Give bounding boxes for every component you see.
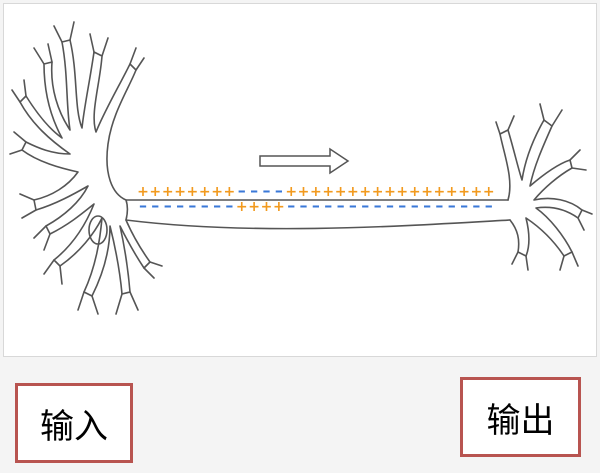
plus-charge: +	[396, 184, 408, 200]
minus-charge: –	[300, 196, 308, 215]
minus-charge: –	[213, 196, 221, 215]
minus-charge: –	[139, 196, 147, 215]
axon-terminal-outline	[499, 119, 583, 257]
minus-charge: –	[275, 181, 283, 200]
minus-charge: –	[263, 181, 271, 200]
plus-charge: +	[261, 199, 273, 215]
minus-charge: –	[472, 196, 480, 215]
plus-charge: +	[359, 184, 371, 200]
plus-charge: +	[285, 184, 297, 200]
plus-charge: +	[236, 199, 248, 215]
terminal-branches	[495, 103, 593, 271]
plus-charge: +	[137, 184, 149, 200]
minus-charge: –	[423, 196, 431, 215]
minus-charge: –	[411, 196, 419, 215]
plus-charge: +	[347, 184, 359, 200]
minus-charge: –	[250, 181, 258, 200]
plus-charge: +	[458, 184, 470, 200]
plus-charge: +	[162, 184, 174, 200]
plus-charge: +	[187, 184, 199, 200]
axon-bottom-edge	[125, 219, 511, 230]
direction-arrow	[259, 147, 350, 175]
plus-charge: +	[384, 184, 396, 200]
minus-charge: –	[324, 196, 332, 215]
minus-charge: –	[398, 196, 406, 215]
dendrite-branches	[9, 21, 163, 315]
minus-charge: –	[485, 196, 493, 215]
plus-charge: +	[409, 184, 421, 200]
cell-body-outline	[19, 39, 151, 297]
minus-charge: –	[337, 196, 345, 215]
plus-charge: +	[483, 184, 495, 200]
plus-charge: +	[174, 184, 186, 200]
minus-charge: –	[460, 196, 468, 215]
nucleus	[88, 215, 108, 245]
plus-charge: +	[335, 184, 347, 200]
plus-charge: +	[248, 199, 260, 215]
plus-charge: +	[421, 184, 433, 200]
plus-charge: +	[310, 184, 322, 200]
plus-charge: +	[446, 184, 458, 200]
minus-charge: –	[374, 196, 382, 215]
charge-row-top: ++++++++––––+++++++++++++++++	[137, 181, 495, 200]
input-label: 输入	[15, 383, 133, 463]
plus-charge: +	[199, 184, 211, 200]
minus-charge: –	[151, 196, 159, 215]
plus-charge: +	[372, 184, 384, 200]
plus-charge: +	[298, 184, 310, 200]
minus-charge: –	[312, 196, 320, 215]
plus-charge: +	[211, 184, 223, 200]
minus-charge: –	[201, 196, 209, 215]
minus-charge: –	[448, 196, 456, 215]
minus-charge: –	[188, 196, 196, 215]
plus-charge: +	[471, 184, 483, 200]
minus-charge: –	[386, 196, 394, 215]
minus-charge: –	[435, 196, 443, 215]
minus-charge: –	[238, 181, 246, 200]
plus-charge: +	[149, 184, 161, 200]
neuron-diagram: ++++++++––––+++++++++++++++++ ––––––––++…	[9, 21, 593, 315]
charge-row-bottom: ––––––––++++–––––––––––––––––	[139, 196, 493, 215]
minus-charge: –	[164, 196, 172, 215]
minus-charge: –	[225, 196, 233, 215]
plus-charge: +	[434, 184, 446, 200]
minus-charge: –	[361, 196, 369, 215]
minus-charge: –	[287, 196, 295, 215]
plus-charge: +	[322, 184, 334, 200]
minus-charge: –	[176, 196, 184, 215]
neuron-figure: ++++++++––––+++++++++++++++++ ––––––––++…	[3, 3, 597, 357]
plus-charge: +	[273, 199, 285, 215]
output-label: 输出	[460, 377, 581, 457]
minus-charge: –	[349, 196, 357, 215]
plus-charge: +	[224, 184, 236, 200]
